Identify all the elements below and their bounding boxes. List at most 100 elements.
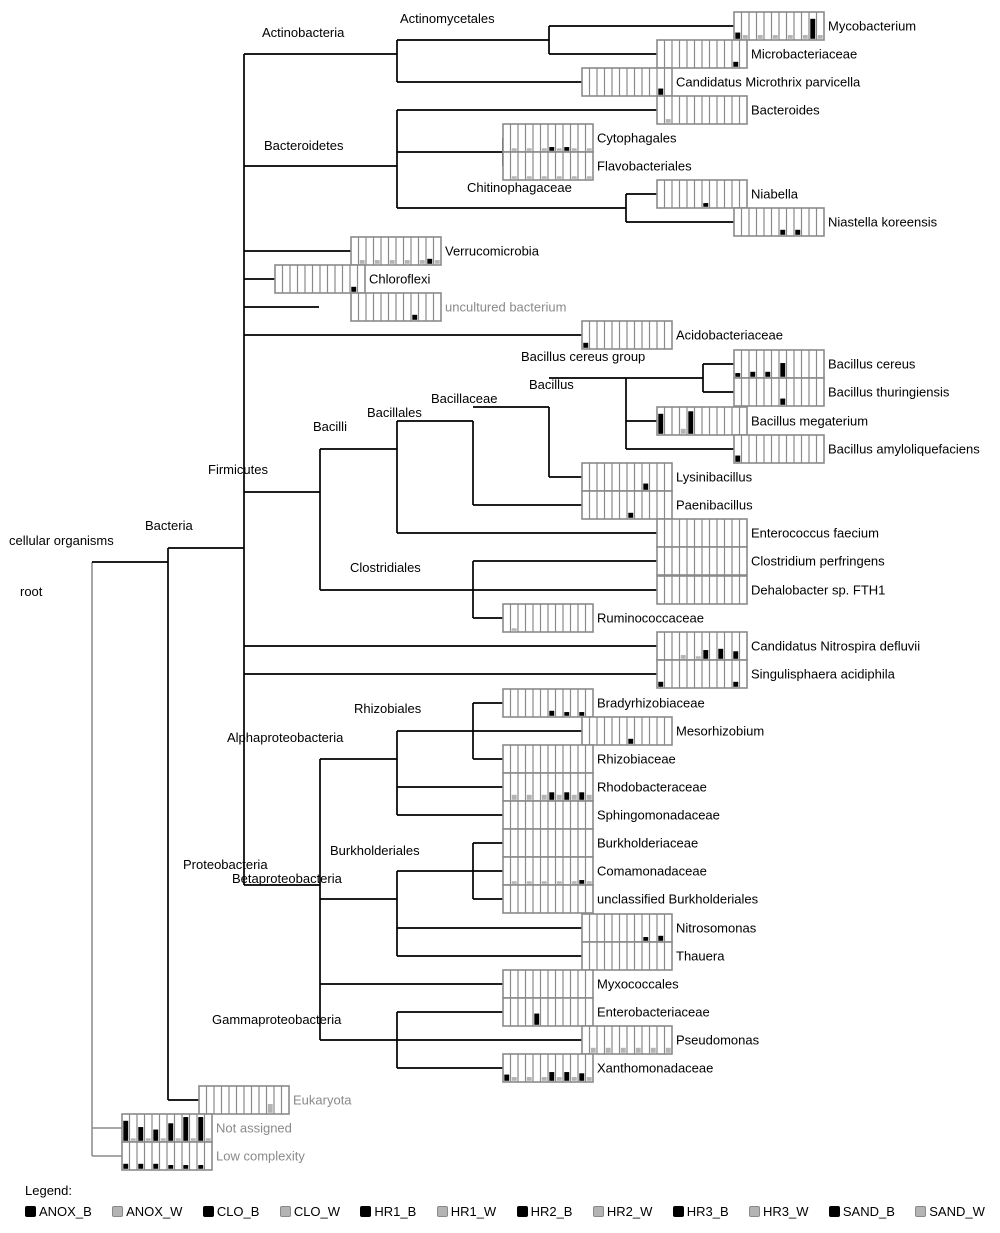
legend-swatch: [360, 1206, 372, 1217]
sample-bar: [564, 1072, 570, 1081]
legend-title: Legend:: [25, 1183, 72, 1198]
legend-swatch: [828, 1206, 840, 1217]
sample-bar: [579, 880, 585, 884]
legend-item: HR2_W: [592, 1204, 652, 1219]
sample-bar: [695, 656, 701, 659]
sample-bar: [571, 176, 577, 179]
node-label-cellular-organisms: cellular organisms: [9, 533, 114, 548]
leaf-label-ruminococcaceae: Ruminococcaceae: [597, 611, 704, 626]
node-label-bacillus: Bacillus: [529, 377, 574, 392]
sample-bar: [419, 260, 425, 264]
sample-bar: [183, 1165, 189, 1169]
leaf-label-myxococcales: Myxococcales: [597, 977, 679, 992]
leaf-label-bacillus_thuringiensis: Bacillus thuringiensis: [828, 385, 950, 400]
leaf-chart-myxococcales: [502, 969, 594, 999]
sample-bar: [526, 794, 532, 800]
leaf-chart-dehalobacter: [656, 575, 748, 605]
sample-bar: [359, 260, 365, 264]
sample-bar: [175, 1138, 181, 1141]
leaf-chart-cytophagales: [502, 123, 594, 153]
leaf-label-cytophagales: Cytophagales: [597, 131, 677, 146]
legend-label: ANOX_B: [39, 1204, 92, 1219]
leaf-label-bacillus_amyloliquefaciens: Bacillus amyloliquefaciens: [828, 442, 980, 457]
sample-bar: [564, 712, 570, 716]
sample-bar: [145, 1138, 151, 1141]
sample-bar: [526, 881, 532, 884]
sample-bar: [810, 18, 816, 39]
node-label-gammaproteobacteria: Gammaproteobacteria: [212, 1012, 342, 1027]
sample-bar: [351, 286, 357, 292]
sample-bar: [564, 147, 570, 151]
leaf-label-xanthomonadaceae: Xanthomonadaceae: [597, 1061, 713, 1076]
sample-bar: [123, 1163, 129, 1169]
sample-bar: [541, 148, 547, 151]
sample-bar: [389, 260, 395, 264]
leaf-chart-low_complexity: [121, 1141, 213, 1171]
sample-bar: [198, 1165, 204, 1169]
sample-bar: [703, 650, 709, 659]
sample-bar: [511, 176, 517, 179]
leaf-label-pseudomonas: Pseudomonas: [676, 1033, 760, 1048]
leaf-label-rhizobiaceae: Rhizobiaceae: [597, 752, 676, 767]
node-label-firmicutes: Firmicutes: [208, 462, 268, 477]
sample-bar: [138, 1163, 144, 1169]
leaf-chart-uncultured: [350, 292, 442, 322]
leaf-label-verrucomicrobia: Verrucomicrobia: [445, 244, 540, 259]
legend-swatch: [25, 1206, 36, 1217]
node-label-chitinophagaceae: Chitinophagaceae: [467, 180, 572, 195]
leaf-label-rhodobacteraceae: Rhodobacteraceae: [597, 780, 707, 795]
node-label-rhizobiales: Rhizobiales: [354, 701, 422, 716]
sample-bar: [742, 35, 748, 39]
leaf-chart-not_assigned: [121, 1113, 213, 1143]
leaf-label-nitrosomonas: Nitrosomonas: [676, 921, 757, 936]
leaf-label-sphingomonadaceae: Sphingomonadaceae: [597, 808, 720, 823]
leaf-chart-xanthomonadaceae: [502, 1053, 594, 1083]
node-label-bacteroidetes: Bacteroidetes: [264, 138, 344, 153]
leaf-chart-bacillus_thuringiensis: [733, 377, 825, 407]
sample-bar: [787, 35, 793, 39]
sample-bar: [571, 794, 577, 800]
leaf-label-enterobacteriaceae: Enterobacteriaceae: [597, 1005, 710, 1020]
node-label-proteobacteria: Proteobacteria: [183, 857, 268, 872]
leaf-label-singulisphaera: Singulisphaera acidiphila: [751, 667, 896, 682]
sample-bar: [504, 1074, 510, 1081]
leaf-chart-enterobacteriaceae: [502, 997, 594, 1027]
sample-bar: [549, 1072, 555, 1081]
leaf-chart-niabella: [656, 179, 748, 209]
legend-swatch: [672, 1206, 684, 1217]
sample-bar: [579, 792, 585, 800]
legend-label: HR1_B: [374, 1204, 417, 1219]
sample-bar: [205, 1138, 211, 1141]
sample-bar: [511, 881, 517, 884]
sample-bar: [688, 411, 694, 434]
leaf-label-bacteroides: Bacteroides: [751, 103, 820, 118]
sample-bar: [733, 61, 739, 67]
sample-bar: [658, 935, 664, 941]
leaf-chart-bacillus_megaterium: [656, 406, 748, 436]
leaf-chart-acidobacteriaceae: [581, 320, 673, 350]
leaf-chart-verrucomicrobia: [350, 236, 442, 266]
sample-bar: [665, 1047, 671, 1053]
sample-bar: [564, 792, 570, 800]
legend-item: SAND_W: [915, 1204, 985, 1219]
sample-bar: [556, 1077, 562, 1081]
leaf-label-mesorhizobium: Mesorhizobium: [676, 724, 764, 739]
legend-swatch: [436, 1206, 448, 1217]
leaf-label-clostridium: Clostridium perfringens: [751, 554, 885, 569]
node-label-bacteria: Bacteria: [145, 518, 193, 533]
sample-bar: [579, 1073, 585, 1081]
taxonomy-tree: MycobacteriumMicrobacteriaceaeCandidatus…: [9, 11, 980, 1171]
sample-bar: [541, 794, 547, 800]
leaf-label-bacillus_cereus: Bacillus cereus: [828, 357, 916, 372]
sample-bar: [772, 35, 778, 39]
sample-bar: [817, 35, 823, 39]
sample-bar: [153, 1163, 159, 1169]
sample-bar: [556, 148, 562, 151]
leaf-chart-bacteroides: [656, 95, 748, 125]
leaf-chart-lysinibacillus: [581, 462, 673, 492]
legend-label: ANOX_W: [126, 1204, 183, 1219]
sample-bar: [780, 229, 786, 235]
leaf-label-low_complexity: Low complexity: [216, 1149, 305, 1164]
sample-bar: [374, 260, 380, 264]
